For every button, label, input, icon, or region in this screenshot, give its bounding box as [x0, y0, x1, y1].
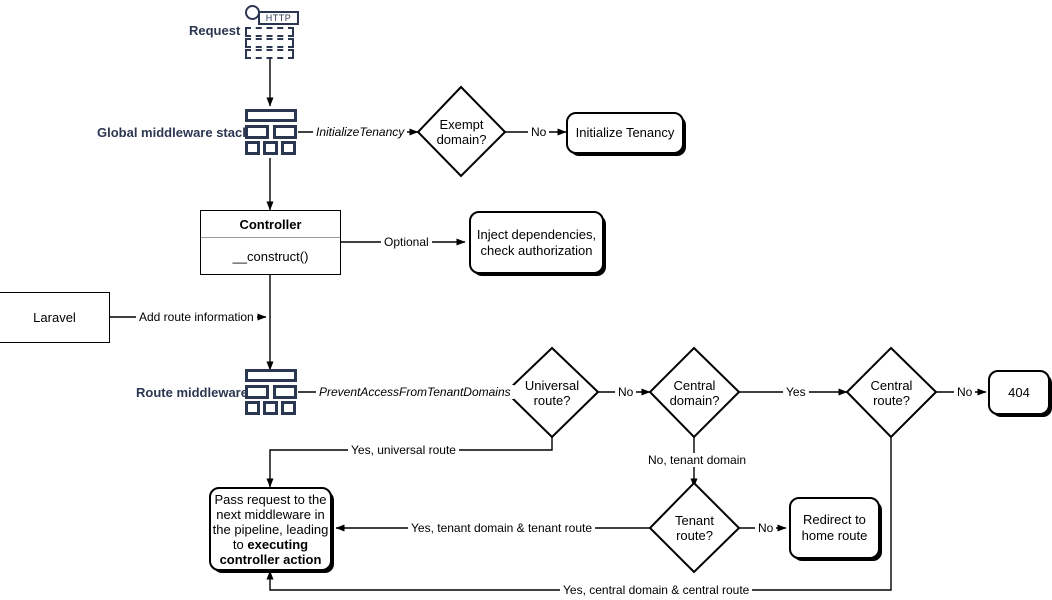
- decision-tenant-route-label: Tenant route?: [650, 483, 739, 572]
- middleware-stack-icon: [245, 109, 297, 155]
- edge-label-universal-route-no: No: [615, 385, 637, 399]
- decision-exempt-domain-label: Exempt domain?: [418, 87, 505, 176]
- node-label-line-5: controller action: [219, 551, 322, 567]
- node-label: 404: [1008, 384, 1030, 400]
- node-label: Laravel: [33, 309, 76, 325]
- decision-universal-route-label: Universal route?: [506, 348, 598, 437]
- lane-label-route-middleware: Route middleware: [136, 385, 248, 400]
- edge-label-prevent-access-from-tenant-domains: PreventAccessFromTenantDomains: [316, 385, 514, 399]
- stack-block-bottom-2: [263, 401, 278, 415]
- request-body-line-3: [245, 49, 294, 59]
- decision-central-route-label: Central route?: [847, 348, 936, 437]
- decision-line-2: route?: [676, 527, 713, 543]
- node-laravel[interactable]: Laravel: [0, 292, 110, 343]
- decision-line-1: Universal: [524, 377, 580, 393]
- node-label-line-3: the pipeline, leading: [212, 521, 329, 537]
- http-label: HTTP: [258, 11, 299, 25]
- lane-label-request: Request: [189, 23, 241, 38]
- stack-block-bottom-1: [245, 141, 260, 155]
- stack-block-mid-2: [273, 385, 297, 399]
- edge-label-controller-optional: Optional: [381, 235, 432, 249]
- http-request-icon: HTTP: [245, 5, 299, 59]
- decision-line-1: Tenant: [674, 512, 715, 528]
- node-redirect-home[interactable]: Redirect to home route: [789, 497, 880, 559]
- decision-line-2: route?: [533, 392, 571, 408]
- decision-line-2: domain?: [436, 131, 487, 147]
- lane-label-global-middleware-stack: Global middleware stack: [97, 125, 250, 140]
- edge-label-universal-route-yes: Yes, universal route: [348, 443, 459, 457]
- request-body-line-2: [245, 38, 294, 48]
- stack-block-mid-1: [245, 125, 269, 139]
- node-pass-request[interactable]: Pass request to the next middleware in t…: [209, 487, 332, 571]
- controller-method: __construct(): [232, 248, 309, 264]
- edge-label-central-domain-yes: Yes: [783, 385, 809, 399]
- decision-line-2: route?: [873, 392, 910, 408]
- decision-central-domain-label: Central domain?: [650, 348, 739, 437]
- node-controller[interactable]: Controller __construct(): [200, 210, 341, 275]
- node-label: Initialize Tenancy: [575, 125, 675, 140]
- route-middleware-stack-icon: [245, 369, 297, 415]
- controller-title: Controller: [201, 211, 340, 238]
- node-label-line-1: Redirect to: [803, 512, 866, 527]
- edge-label-tenant-route-yes: Yes, tenant domain & tenant route: [408, 521, 596, 535]
- stack-block-bottom-2: [263, 141, 278, 155]
- node-label-line-1: Pass request to the: [214, 491, 327, 507]
- stack-block-bottom-3: [281, 141, 296, 155]
- node-label-line-2: home route: [801, 528, 868, 543]
- edge-label-central-domain-no: No, tenant domain: [645, 453, 750, 467]
- node-label-line-4: to executing: [213, 537, 329, 552]
- edge-label-central-route-no: No: [954, 385, 976, 399]
- node-initialize-tenancy[interactable]: Initialize Tenancy: [566, 112, 684, 154]
- decision-line-1: Central: [870, 377, 913, 393]
- stack-block-bottom-3: [281, 401, 296, 415]
- edge-label-exempt-domain-no: No: [528, 125, 550, 139]
- stack-block-bottom-1: [245, 401, 260, 415]
- node-inject-dependencies[interactable]: Inject dependencies, check authorization: [469, 211, 604, 274]
- node-label-line-2: next middleware in: [216, 506, 325, 522]
- decision-line-2: domain?: [669, 392, 720, 408]
- stack-block-mid-2: [273, 125, 297, 139]
- node-label-line-4-prefix: to: [232, 536, 248, 552]
- stack-block-top: [245, 369, 297, 382]
- request-body-line-1: [245, 27, 294, 37]
- node-label-line-1: Inject dependencies,: [476, 226, 597, 242]
- edge-label-add-route-information: Add route information: [136, 310, 257, 324]
- decision-line-1: Exempt: [439, 116, 484, 132]
- edge-label-tenant-route-no: No: [755, 521, 777, 535]
- stack-block-mid-1: [245, 385, 269, 399]
- edge-label-initialize-tenancy: InitializeTenancy: [313, 125, 408, 139]
- node-label-line-2: check authorization: [480, 242, 593, 258]
- edge-label-central-route-yes: Yes, central domain & central route: [560, 583, 753, 597]
- node-label-line-4-bold: executing: [247, 536, 309, 552]
- decision-line-1: Central: [673, 377, 716, 393]
- node-404[interactable]: 404: [988, 370, 1050, 415]
- stack-block-top: [245, 109, 297, 122]
